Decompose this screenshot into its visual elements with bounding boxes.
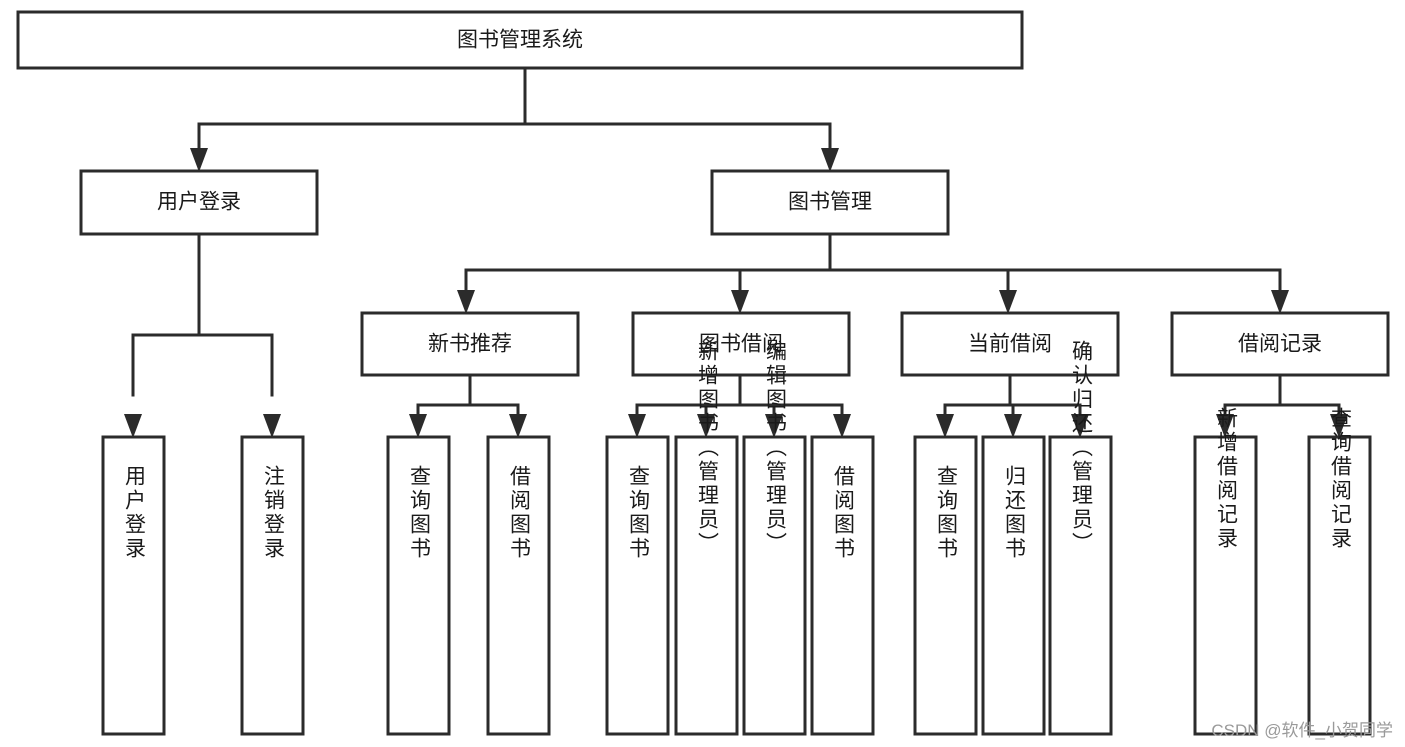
- connector-layer: [124, 66, 1348, 438]
- node-leaf-confirm-return-box[interactable]: [1048, 435, 1113, 736]
- node-root[interactable]: 图书管理系统: [16, 10, 1024, 70]
- node-leaf-query-record-label: 查询借阅记录: [1329, 407, 1353, 551]
- node-leaf-add-book[interactable]: 新增图书（管理员）: [674, 340, 739, 736]
- arrowhead-borrow-record: [1271, 290, 1289, 314]
- node-leaf-query-book-3-box[interactable]: [913, 435, 978, 736]
- node-leaf-logout[interactable]: 注销登录: [240, 435, 305, 736]
- arrowhead-leaf-query-book-2: [628, 414, 646, 438]
- node-book-manage-box[interactable]: [710, 169, 950, 236]
- node-leaf-query-book-1-box[interactable]: [386, 435, 451, 736]
- node-leaf-confirm-return-label: 确认归还（管理员）: [1070, 340, 1094, 556]
- node-current-borrow-box[interactable]: [900, 311, 1120, 377]
- node-leaf-logout-box[interactable]: [240, 435, 305, 736]
- arrowhead-leaf-user-login: [124, 414, 142, 438]
- node-leaf-add-record-box[interactable]: [1193, 435, 1258, 736]
- node-borrow-record[interactable]: 借阅记录: [1170, 311, 1390, 377]
- node-leaf-return-book-box[interactable]: [981, 435, 1046, 736]
- node-borrow-record-label: 借阅记录: [1238, 333, 1322, 356]
- arrowhead-new-book-rec: [457, 290, 475, 314]
- node-leaf-query-book-3[interactable]: 查询图书: [913, 435, 978, 736]
- node-leaf-query-book-3-label: 查询图书: [935, 465, 959, 561]
- node-new-book-recommend-label: 新书推荐: [428, 333, 512, 356]
- node-leaf-query-record-box[interactable]: [1307, 435, 1372, 736]
- node-new-book-recommend[interactable]: 新书推荐: [360, 311, 580, 377]
- arrowhead-leaf-logout: [263, 414, 281, 438]
- arrowhead-leaf-query-book-3: [936, 414, 954, 438]
- node-root-label: 图书管理系统: [457, 29, 583, 52]
- arrowhead-leaf-return-book: [1004, 414, 1022, 438]
- node-borrow-record-box[interactable]: [1170, 311, 1390, 377]
- node-leaf-add-book-box[interactable]: [674, 435, 739, 736]
- node-leaf-borrow-book-1-box[interactable]: [486, 435, 551, 736]
- node-leaf-user-login-box[interactable]: [101, 435, 166, 736]
- node-leaf-borrow-book-1-label: 借阅图书: [508, 465, 532, 561]
- node-leaf-query-book-1-label: 查询图书: [408, 465, 432, 561]
- node-leaf-add-record-label: 新增借阅记录: [1215, 407, 1239, 551]
- arrowhead-leaf-borrow-book-1: [509, 414, 527, 438]
- node-book-manage-label: 图书管理: [788, 191, 872, 214]
- node-leaf-borrow-book-2[interactable]: 借阅图书: [810, 435, 875, 736]
- node-current-borrow-label: 当前借阅: [968, 333, 1052, 356]
- node-root-box[interactable]: [16, 10, 1024, 70]
- node-leaf-user-login[interactable]: 用户登录: [101, 435, 166, 736]
- node-leaf-logout-label: 注销登录: [262, 465, 286, 561]
- node-leaf-edit-book[interactable]: 编辑图书（管理员）: [742, 340, 807, 736]
- node-book-manage[interactable]: 图书管理: [710, 169, 950, 236]
- node-user-login-label: 用户登录: [157, 191, 241, 214]
- arrowhead-book-borrow: [731, 290, 749, 314]
- node-leaf-borrow-book-1[interactable]: 借阅图书: [486, 435, 551, 736]
- node-leaf-borrow-book-2-label: 借阅图书: [832, 465, 856, 561]
- node-book-borrow-label: 图书借阅: [699, 333, 783, 356]
- node-leaf-user-login-label: 用户登录: [123, 465, 147, 561]
- node-leaf-query-book-2-box[interactable]: [605, 435, 670, 736]
- node-book-borrow-box[interactable]: [631, 311, 851, 377]
- arrowhead-book-manage: [821, 148, 839, 172]
- node-leaf-return-book-label: 归还图书: [1003, 465, 1027, 561]
- node-leaf-query-book-1[interactable]: 查询图书: [386, 435, 451, 736]
- arrowhead-user-login: [190, 148, 208, 172]
- node-current-borrow[interactable]: 当前借阅: [900, 311, 1120, 377]
- node-leaf-add-record[interactable]: 新增借阅记录: [1193, 407, 1258, 736]
- arrowhead-current-borrow: [999, 290, 1017, 314]
- node-leaf-borrow-book-2-box[interactable]: [810, 435, 875, 736]
- node-user-login-box[interactable]: [79, 169, 319, 236]
- node-leaf-edit-book-box[interactable]: [742, 435, 807, 736]
- node-book-borrow[interactable]: 图书借阅: [631, 311, 851, 377]
- node-leaf-confirm-return[interactable]: 确认归还（管理员）: [1048, 340, 1113, 736]
- node-leaf-query-book-2-label: 查询图书: [627, 465, 651, 561]
- node-leaf-query-book-2[interactable]: 查询图书: [605, 435, 670, 736]
- node-user-login[interactable]: 用户登录: [79, 169, 319, 236]
- arrowhead-leaf-query-book-1: [409, 414, 427, 438]
- node-leaf-return-book[interactable]: 归还图书: [981, 435, 1046, 736]
- node-leaf-edit-book-label: 编辑图书（管理员）: [764, 340, 788, 556]
- arrowhead-leaf-borrow-book-2: [833, 414, 851, 438]
- node-leaf-query-record[interactable]: 查询借阅记录: [1307, 407, 1372, 736]
- node-leaf-add-book-label: 新增图书（管理员）: [696, 340, 720, 556]
- node-new-book-recommend-box[interactable]: [360, 311, 580, 377]
